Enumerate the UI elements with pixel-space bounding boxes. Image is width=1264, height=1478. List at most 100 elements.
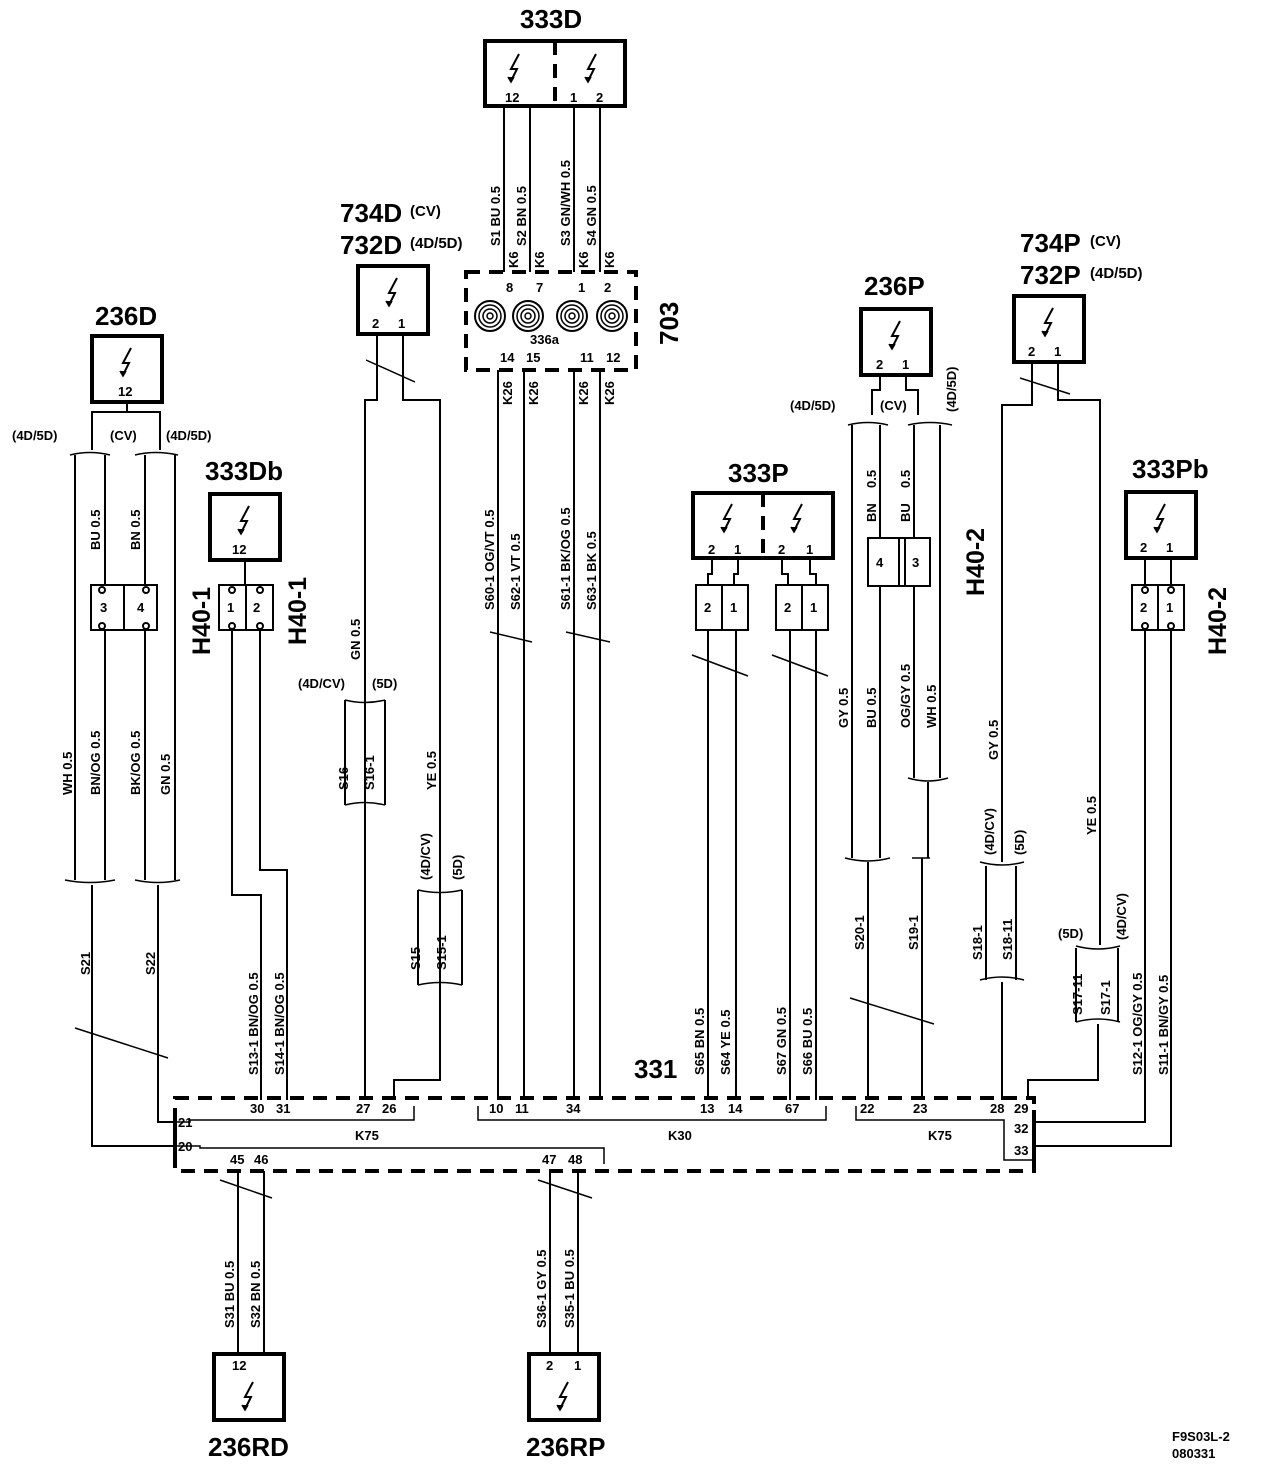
svg-text:BU 0.5: BU 0.5: [864, 688, 879, 728]
svg-text:GY 0.5: GY 0.5: [986, 720, 1001, 760]
svg-text:732D: 732D: [340, 230, 402, 260]
svg-text:30: 30: [250, 1101, 264, 1116]
svg-text:732P: 732P: [1020, 260, 1081, 290]
wires-734d: GN 0.5 (4D/CV) (5D) S16 S16-1 YE 0.5 (4D…: [298, 334, 465, 1100]
label-333d: 333D: [520, 4, 582, 34]
svg-text:23: 23: [913, 1101, 927, 1116]
svg-text:BU: BU: [898, 503, 913, 522]
svg-text:WH 0.5: WH 0.5: [60, 752, 75, 795]
svg-text:1: 1: [570, 90, 577, 105]
svg-text:0.5: 0.5: [864, 470, 879, 488]
svg-text:47: 47: [542, 1152, 556, 1167]
svg-text:S15: S15: [408, 947, 423, 970]
svg-text:2: 2: [604, 280, 611, 295]
wires-333d: S1 BU 0.5 S2 BN 0.5 S3 GN/WH 0.5 S4 GN 0…: [488, 106, 617, 272]
svg-text:2: 2: [596, 90, 603, 105]
svg-text:S14-1 BN/OG 0.5: S14-1 BN/OG 0.5: [272, 972, 287, 1075]
svg-text:S17-11: S17-11: [1070, 974, 1085, 1015]
footer-ref: F9S03L-2 080331: [1172, 1429, 1230, 1461]
svg-text:(CV): (CV): [410, 203, 441, 220]
svg-text:K75: K75: [355, 1128, 379, 1143]
svg-text:K26: K26: [576, 381, 591, 405]
svg-text:K26: K26: [500, 381, 515, 405]
svg-text:12: 12: [118, 384, 132, 399]
svg-text:OG/GY 0.5: OG/GY 0.5: [898, 664, 913, 728]
svg-text:2: 2: [253, 600, 260, 615]
svg-text:K6: K6: [602, 251, 617, 268]
svg-text:331: 331: [634, 1054, 677, 1084]
svg-text:080331: 080331: [1172, 1446, 1215, 1461]
svg-text:F9S03L-2: F9S03L-2: [1172, 1429, 1230, 1444]
svg-text:236D: 236D: [95, 301, 157, 331]
svg-text:2: 2: [784, 600, 791, 615]
svg-text:GN 0.5: GN 0.5: [348, 619, 363, 660]
svg-text:336a: 336a: [530, 332, 560, 347]
svg-text:2: 2: [1140, 540, 1147, 555]
component-236rp: S36-1 GY 0.5 S35-1 BU 0.5 2 1 236RP: [526, 1171, 606, 1462]
svg-text:K26: K26: [526, 381, 541, 405]
component-331: 331 21 20 30 31 27 26 10 11 34 13 14 67 …: [173, 1054, 1036, 1173]
svg-text:4: 4: [137, 600, 145, 615]
component-734d-732d: 734D (CV) 732D (4D/5D) 2 1: [340, 198, 463, 336]
svg-text:GY 0.5: GY 0.5: [836, 688, 851, 728]
svg-text:H40-1: H40-1: [188, 587, 216, 655]
svg-text:2: 2: [708, 542, 715, 557]
svg-text:1: 1: [574, 1358, 581, 1373]
svg-text:H40-1: H40-1: [284, 577, 312, 645]
svg-text:12: 12: [232, 1358, 246, 1373]
svg-text:K75: K75: [928, 1128, 952, 1143]
component-236p: 236P 2 1 (4D/5D) (CV) (4D/5D) BN 0.5 BU …: [790, 271, 990, 1100]
svg-text:K6: K6: [576, 251, 591, 268]
svg-text:S67 GN 0.5: S67 GN 0.5: [774, 1007, 789, 1075]
svg-text:S2 BN 0.5: S2 BN 0.5: [514, 186, 529, 246]
svg-text:K30: K30: [668, 1128, 692, 1143]
svg-text:(4D/CV): (4D/CV): [1114, 893, 1129, 940]
svg-text:1: 1: [734, 542, 741, 557]
svg-text:1: 1: [730, 600, 737, 615]
svg-text:12: 12: [232, 542, 246, 557]
svg-text:K6: K6: [506, 251, 521, 268]
svg-text:27: 27: [356, 1101, 370, 1116]
svg-text:32: 32: [1014, 1121, 1028, 1136]
svg-text:14: 14: [728, 1101, 743, 1116]
svg-text:(4D/5D): (4D/5D): [166, 428, 212, 443]
label-703: 703: [654, 302, 684, 345]
svg-text:2: 2: [372, 316, 379, 331]
svg-text:S15-1: S15-1: [434, 935, 449, 970]
svg-text:S18-1: S18-1: [970, 925, 985, 960]
svg-text:1: 1: [578, 280, 585, 295]
svg-text:333P: 333P: [728, 458, 789, 488]
svg-text:K6: K6: [532, 251, 547, 268]
svg-text:S11-1 BN/GY 0.5: S11-1 BN/GY 0.5: [1156, 975, 1171, 1075]
svg-text:S17-1: S17-1: [1098, 980, 1113, 1015]
svg-text:11: 11: [580, 350, 594, 365]
svg-text:BU 0.5: BU 0.5: [88, 510, 103, 550]
svg-text:H40-2: H40-2: [1204, 587, 1232, 655]
svg-text:S32 BN 0.5: S32 BN 0.5: [248, 1261, 263, 1328]
svg-text:11: 11: [515, 1101, 529, 1116]
svg-text:12: 12: [505, 90, 519, 105]
svg-text:236RD: 236RD: [208, 1432, 289, 1462]
svg-text:333Db: 333Db: [205, 456, 283, 486]
svg-text:S66 BU 0.5: S66 BU 0.5: [800, 1008, 815, 1075]
component-333d: 333D 12 1 2: [483, 4, 627, 108]
svg-text:(4D/CV): (4D/CV): [298, 676, 345, 691]
svg-text:1: 1: [806, 542, 813, 557]
component-333p: 333P 2 1 2 1 2 1 2 1 S65 BN 0.5 S64 YE 0…: [691, 458, 835, 1100]
svg-text:7: 7: [536, 280, 543, 295]
component-703: 8 7 1 2 336a 14 15 11 12 703: [464, 270, 684, 372]
svg-text:67: 67: [785, 1101, 799, 1116]
svg-text:0.5: 0.5: [898, 470, 913, 488]
svg-text:S63-1 BK 0.5: S63-1 BK 0.5: [584, 531, 599, 610]
svg-text:1: 1: [398, 316, 405, 331]
svg-text:236RP: 236RP: [526, 1432, 606, 1462]
svg-text:S16-1: S16-1: [362, 755, 377, 790]
svg-text:26: 26: [382, 1101, 396, 1116]
svg-text:S35-1 BU 0.5: S35-1 BU 0.5: [562, 1249, 577, 1328]
svg-text:S16: S16: [336, 767, 351, 790]
svg-text:236P: 236P: [864, 271, 925, 301]
svg-text:1: 1: [902, 357, 909, 372]
svg-text:BN: BN: [864, 503, 879, 522]
svg-text:734D: 734D: [340, 198, 402, 228]
